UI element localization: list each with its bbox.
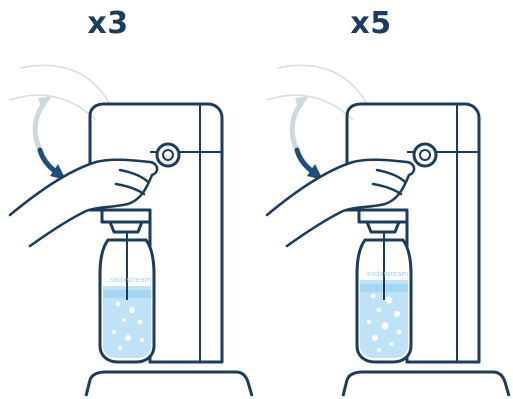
curved-arrow-icon: [35, 96, 66, 180]
panel-x3: x3: [0, 0, 256, 399]
curved-arrow-icon: [292, 96, 323, 180]
bottle-brand-label: sodastream: [110, 276, 151, 284]
bottle-icon: sodastream: [357, 232, 411, 362]
bottle-brand-label: sodastream: [367, 270, 408, 278]
soda-maker-illustration: sodastream: [0, 0, 256, 399]
soda-maker-illustration: sodastream: [257, 0, 513, 399]
bottle-icon: sodastream: [100, 232, 154, 362]
carbonation-button-icon: [414, 144, 436, 166]
panel-x5: x5: [257, 0, 513, 399]
carbonation-button-icon: [157, 144, 179, 166]
